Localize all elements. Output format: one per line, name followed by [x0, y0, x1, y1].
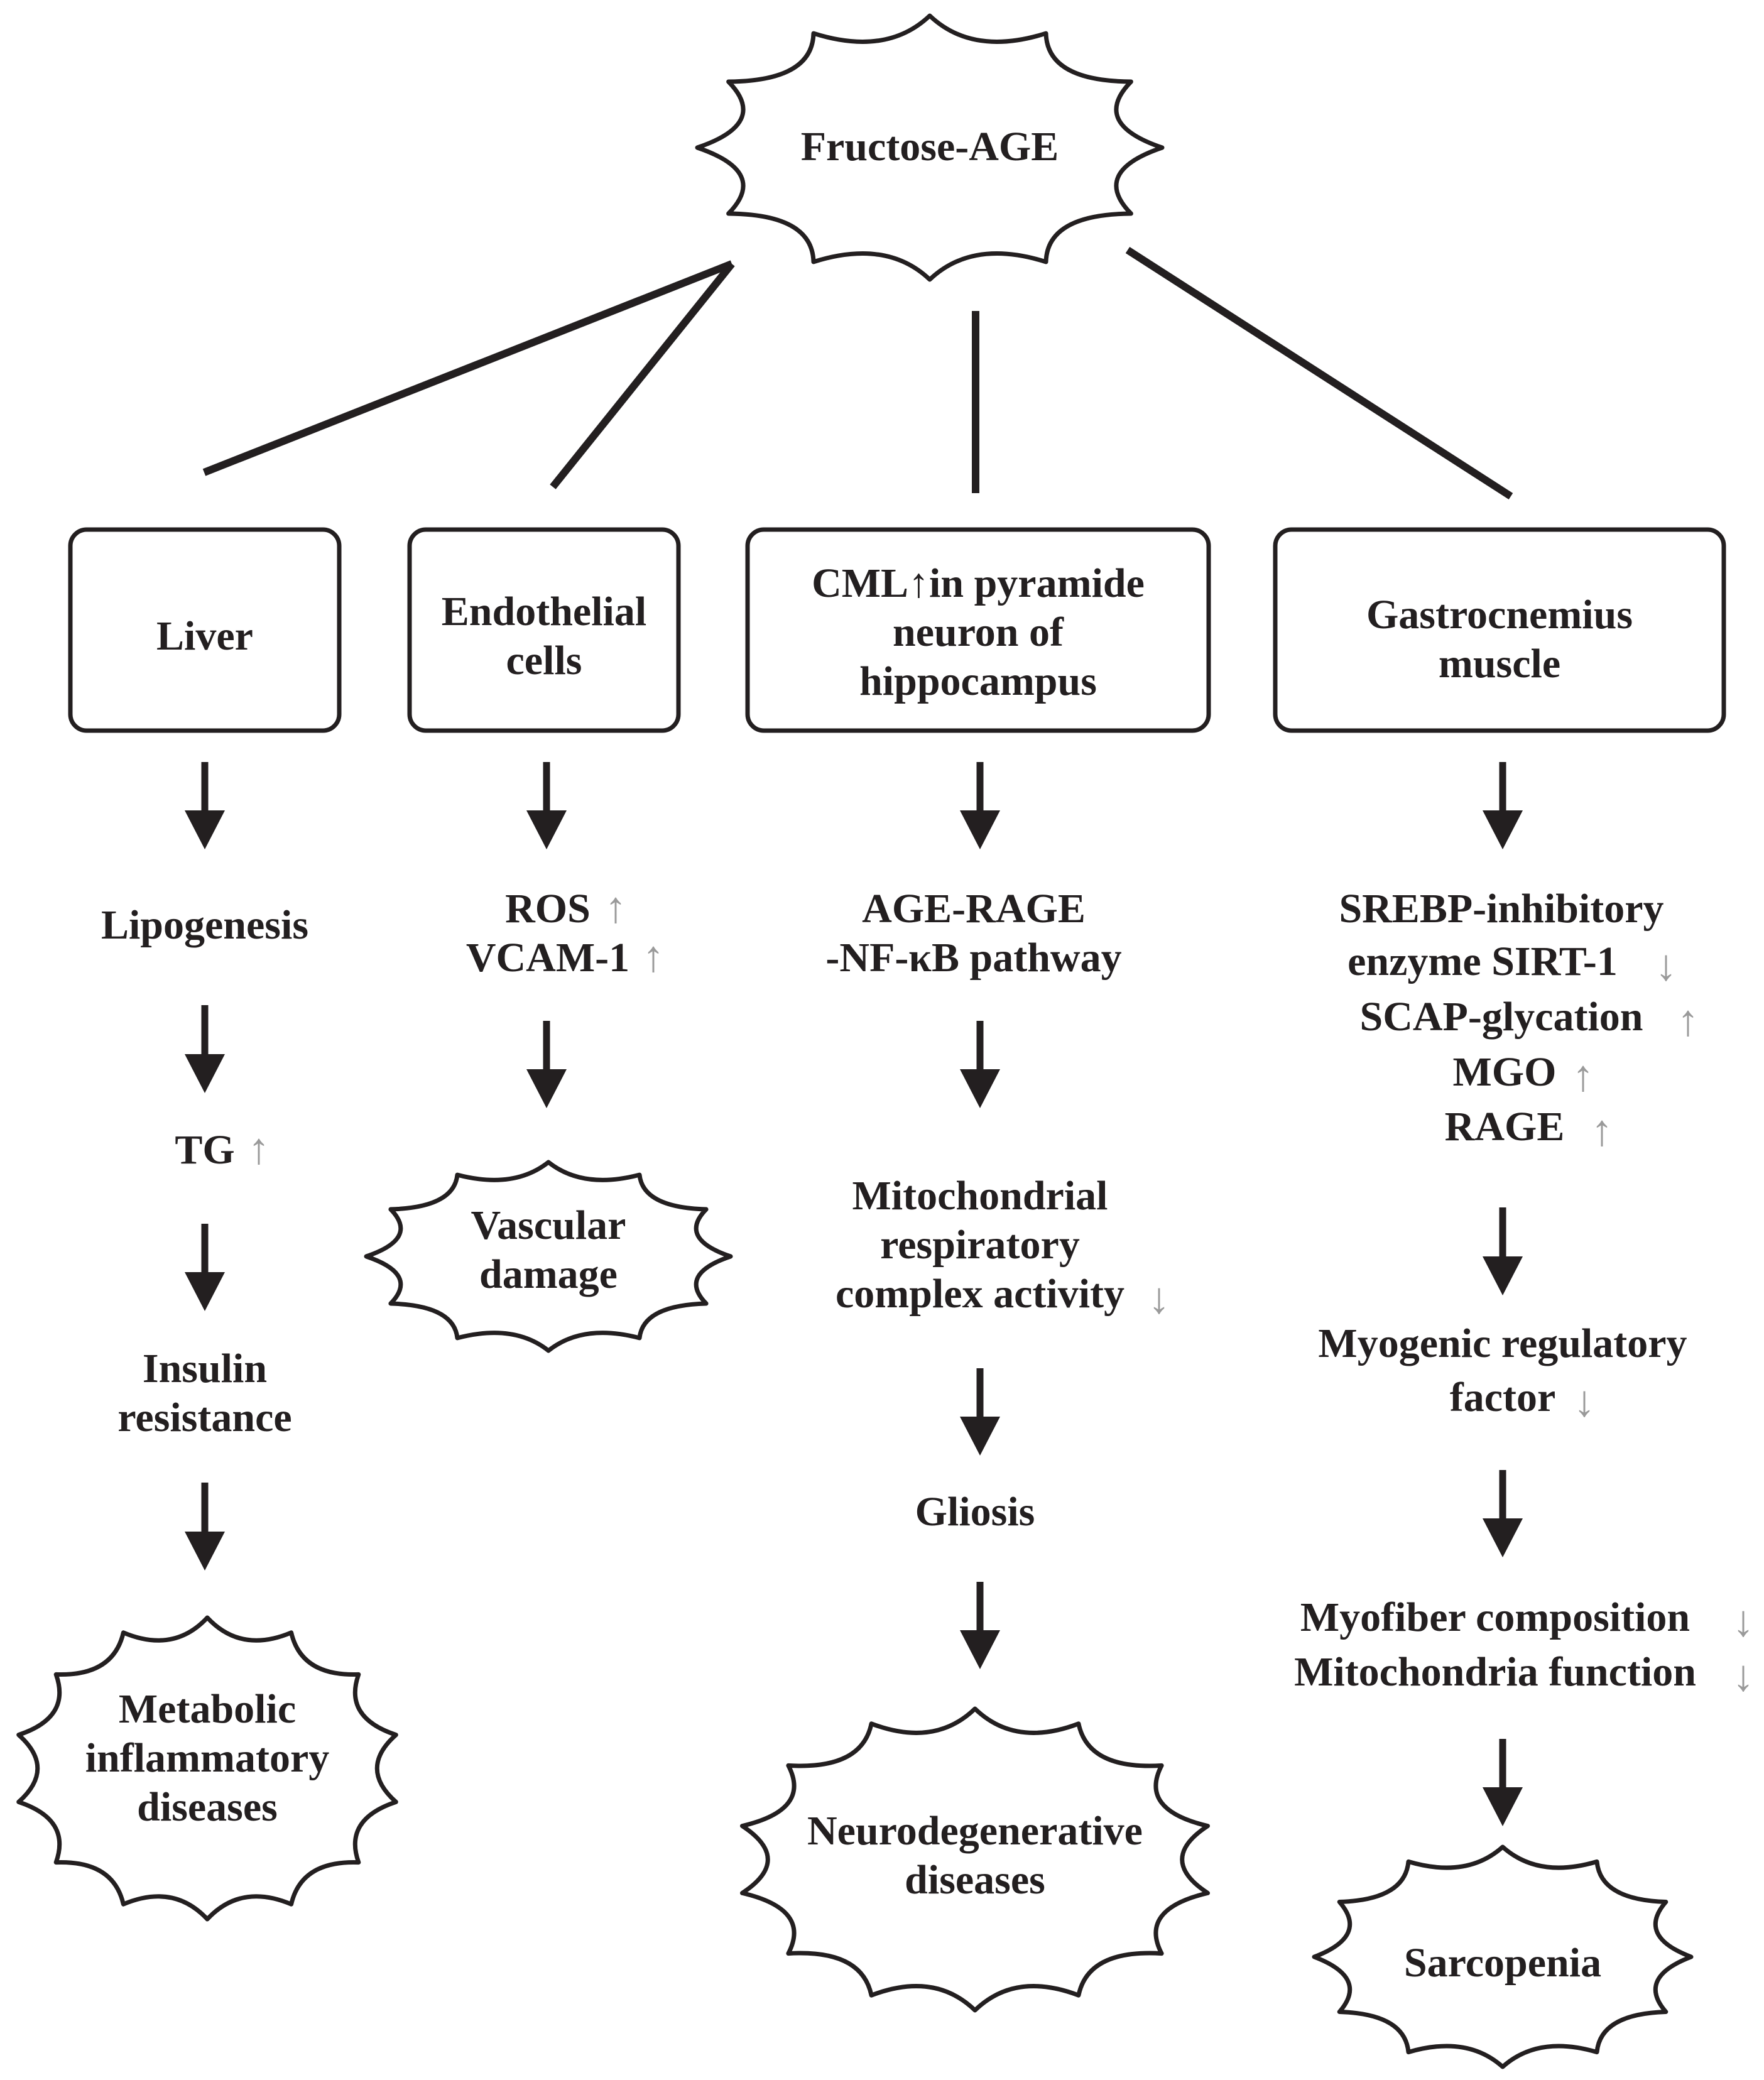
complex-activity-down-indicator: ↓	[1148, 1275, 1170, 1323]
hippocampus-box-line3: hippocampus	[859, 658, 1097, 704]
muscle-box	[1273, 527, 1726, 733]
hippocampus-age-rage: AGE-RAGE	[862, 886, 1086, 932]
tg-up-indicator: ↑	[248, 1125, 270, 1173]
liver-outcome-line3: diseases	[137, 1784, 278, 1830]
scap-up-indicator: ↑	[1677, 997, 1699, 1045]
hippocampus-mito-line2: respiratory	[880, 1222, 1080, 1268]
branch-endothelial: Endothelial cells ROS ↑ VCAM-1 ↑ Vascula…	[364, 527, 733, 1353]
muscle-mgo: MGO	[1453, 1049, 1557, 1095]
muscle-myofiber: Myofiber composition	[1300, 1594, 1690, 1640]
liver-tg-text: TG	[175, 1127, 234, 1173]
hippocampus-outcome-burst	[740, 1706, 1210, 2013]
vcam-up-indicator: ↑	[643, 933, 665, 981]
connector-muscle	[1125, 246, 1513, 500]
arrow	[185, 1005, 225, 1093]
muscle-myogenic-line2: factor	[1450, 1375, 1556, 1420]
mgo-up-indicator: ↑	[1572, 1052, 1594, 1101]
liver-step-insulin: Insulin	[143, 1346, 267, 1391]
endothelial-outcome-burst	[364, 1160, 733, 1353]
muscle-box-line1: Gastrocnemius	[1366, 592, 1633, 638]
arrow	[960, 1368, 1000, 1456]
liver-box	[68, 527, 342, 733]
arrow	[1483, 762, 1523, 849]
hippocampus-outcome-line1: Neurodegenerative	[807, 1808, 1143, 1854]
arrow	[526, 1021, 567, 1108]
muscle-outcome-label: Sarcopenia	[1404, 1940, 1601, 1986]
hippocampus-box	[745, 527, 1211, 733]
liver-step-lipogenesis: Lipogenesis	[101, 902, 308, 948]
arrow	[960, 1021, 1000, 1108]
muscle-sirt1: enzyme SIRT-1	[1348, 939, 1618, 984]
endothelial-outcome-line1: Vascular	[471, 1202, 626, 1248]
endothelial-box-line1: Endothelial	[442, 589, 646, 634]
branch-muscle: Gastrocnemius muscle SREBP-inhibitory en…	[1273, 527, 1755, 2069]
hippocampus-gliosis: Gliosis	[915, 1489, 1035, 1535]
arrow	[185, 1483, 225, 1571]
hippocampus-box-line2: neuron of	[893, 609, 1064, 655]
liver-outcome-line1: Metabolic	[119, 1686, 296, 1732]
endothelial-box-line2: cells	[506, 638, 582, 683]
mitochondria-down-indicator: ↓	[1733, 1652, 1755, 1701]
hippocampus-mito-line1: Mitochondrial	[852, 1173, 1108, 1219]
arrow	[1483, 1470, 1523, 1557]
arrow	[185, 1224, 225, 1311]
arrow	[185, 762, 225, 849]
muscle-srebp: SREBP-inhibitory	[1339, 886, 1663, 932]
endothelial-vcam: VCAM-1	[466, 935, 629, 981]
muscle-mitochondria: Mitochondria function	[1294, 1649, 1696, 1695]
endothelial-ros: ROS	[505, 886, 591, 932]
root-connectors	[202, 246, 1513, 500]
root-label: Fructose-AGE	[801, 124, 1059, 170]
branch-liver: Liver Lipogenesis TG ↑ Insulin resistanc…	[16, 527, 398, 1922]
arrow	[1483, 1207, 1523, 1295]
hippocampus-box-line1: CML↑in pyramide	[812, 560, 1145, 606]
ros-up-indicator: ↑	[605, 884, 627, 932]
branch-hippocampus: CML↑in pyramide neuron of hippocampus AG…	[740, 527, 1211, 2013]
factor-down-indicator: ↓	[1574, 1378, 1596, 1426]
root-burst-shape	[695, 13, 1165, 282]
arrow	[960, 762, 1000, 849]
liver-outcome-burst	[16, 1615, 398, 1922]
myofiber-down-indicator: ↓	[1733, 1598, 1755, 1646]
liver-step-tg: TG	[175, 1127, 234, 1173]
hippocampus-mito-line3: complex activity	[836, 1271, 1124, 1317]
muscle-scap: SCAP-glycation	[1360, 994, 1643, 1040]
liver-box-label: Liver	[156, 613, 253, 659]
muscle-outcome-burst	[1312, 1844, 1694, 2069]
liver-outcome-line2: inflammatory	[85, 1735, 330, 1781]
arrow	[1483, 1739, 1523, 1826]
sirt1-down-indicator: ↓	[1655, 942, 1677, 990]
arrow	[526, 762, 567, 849]
hippocampus-nfkb: -NF-κB pathway	[825, 935, 1121, 981]
connector-liver	[202, 260, 734, 476]
rage-up-indicator: ↑	[1591, 1107, 1613, 1155]
muscle-rage: RAGE	[1445, 1104, 1565, 1150]
endothelial-outcome-line2: damage	[479, 1251, 618, 1297]
hippocampus-outcome-line2: diseases	[905, 1857, 1045, 1903]
connector-endothelial	[550, 261, 735, 489]
root-node: Fructose-AGE	[695, 13, 1165, 282]
liver-step-resistance: resistance	[117, 1395, 291, 1440]
arrow	[960, 1582, 1000, 1669]
endothelial-box	[407, 527, 681, 733]
muscle-box-line2: muscle	[1439, 641, 1560, 687]
muscle-myogenic-line1: Myogenic regulatory	[1318, 1320, 1687, 1366]
